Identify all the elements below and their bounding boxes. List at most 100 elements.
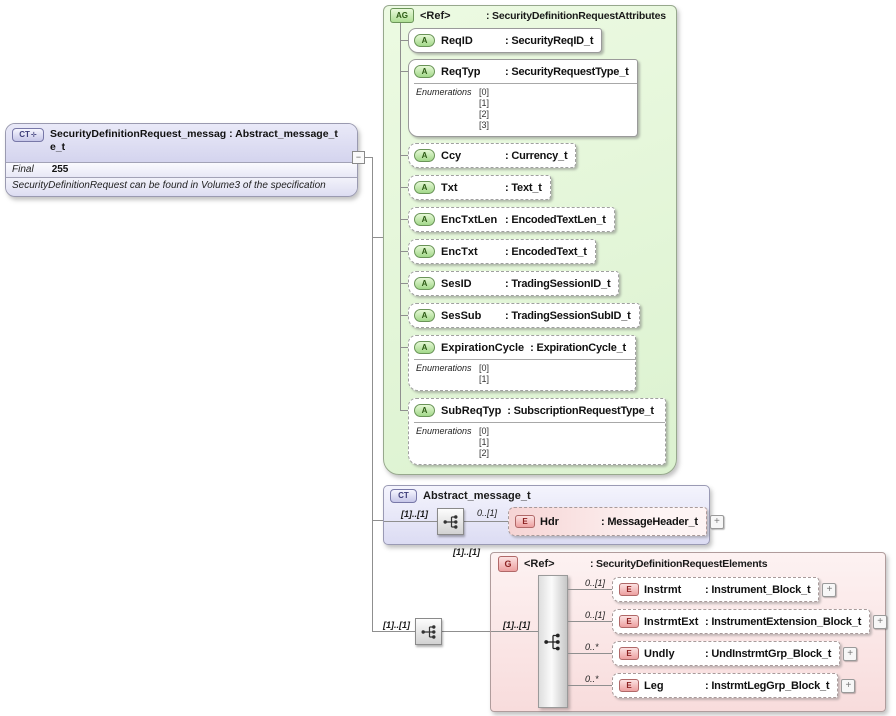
sequence-compositor-icon[interactable] [437, 508, 464, 535]
attribute-row: A ReqID SecurityReqID_t [409, 29, 601, 52]
element-instrmt-wrap: E Instrmt Instrument_Block_t + [612, 577, 837, 602]
element-box-leg[interactable]: E Leg InstrmtLegGrp_Block_t [612, 673, 839, 698]
element-group-type: SecurityDefinitionRequestElements [590, 558, 768, 570]
element-group-name: <Ref> [524, 558, 555, 570]
expand-button[interactable]: + [843, 646, 858, 661]
root-complex-type-box[interactable]: CT✛ SecurityDefinitionRequest_messag : A… [5, 123, 358, 197]
attribute-box-sesid[interactable]: A SesID TradingSessionID_t [408, 271, 620, 296]
sequence-glyph [443, 514, 457, 529]
element-name: Leg [644, 679, 664, 692]
connector-line [384, 521, 437, 522]
attribute-row: A EncTxtLen EncodedTextLen_t [409, 208, 614, 231]
enumerations-label: Enumerations [416, 363, 472, 373]
enumeration-value: [3] [479, 120, 490, 130]
occurrence-label: 0..* [585, 642, 599, 652]
attribute-row: A Ccy Currency_t [409, 144, 575, 167]
attribute-name: ExpirationCycle [441, 341, 525, 354]
element-box-hdr[interactable]: E Hdr MessageHeader_t [508, 507, 707, 536]
sequence-compositor-bar[interactable] [538, 575, 568, 708]
attribute-type: ExpirationCycle_t [530, 342, 626, 354]
element-box-instrmtext[interactable]: E InstrmtExt InstrumentExtension_Block_t [612, 609, 871, 634]
attribute-box-enctxt[interactable]: A EncTxt EncodedText_t [408, 239, 596, 264]
connector-line [401, 155, 408, 156]
enumeration-value: [1] [479, 98, 490, 108]
group-icon: G [498, 556, 518, 572]
attribute-box-expirationcycle[interactable]: A ExpirationCycle ExpirationCycle_t Enum… [408, 335, 636, 391]
attribute-group-header: AG <Ref> SecurityDefinitionRequestAttrib… [390, 8, 666, 23]
attribute-row: A Txt Text_t [409, 176, 550, 199]
attribute-group-icon: AG [390, 8, 414, 23]
connector-line [442, 631, 490, 632]
occurrence-label: 0..* [585, 674, 599, 684]
attribute-icon: A [414, 277, 435, 290]
element-hdr-wrap: E Hdr MessageHeader_t + [508, 507, 724, 536]
expand-button[interactable]: + [841, 678, 856, 693]
enumeration-values: [0] [1] [479, 363, 489, 385]
enumerations-section: Enumerations [0] [1] [2] [3] [414, 83, 637, 136]
element-type: InstrumentExtension_Block_t [705, 616, 861, 628]
expand-button[interactable]: + [873, 614, 888, 629]
connector-line [401, 219, 408, 220]
attribute-type: TradingSessionID_t [505, 278, 610, 290]
attribute-row: A ReqTyp SecurityRequestType_t [409, 60, 637, 83]
attribute-icon: A [414, 341, 435, 354]
collapse-handle[interactable]: − [352, 151, 365, 164]
enumeration-value: [0] [479, 363, 490, 373]
plus-badge-icon: ✛ [30, 131, 37, 139]
attribute-box-ccy[interactable]: A Ccy Currency_t [408, 143, 577, 168]
attribute-type: SecurityRequestType_t [505, 66, 628, 78]
element-name: InstrmtExt [644, 615, 699, 628]
attribute-name: SubReqTyp [441, 404, 502, 417]
attribute-row: A ExpirationCycle ExpirationCycle_t [409, 336, 635, 359]
attribute-name: Txt [441, 181, 458, 194]
occurrence-label: 0..[1] [477, 508, 498, 518]
attribute-type: Currency_t [505, 150, 567, 162]
final-label: Final [12, 164, 34, 175]
connector-line [568, 653, 612, 654]
attribute-row: A SesID TradingSessionID_t [409, 272, 618, 295]
attribute-icon: A [414, 34, 435, 47]
complex-type-icon: CT [390, 489, 417, 503]
element-leg-wrap: E Leg InstrmtLegGrp_Block_t + [612, 673, 856, 698]
attribute-box-enctxtlen[interactable]: A EncTxtLen EncodedTextLen_t [408, 207, 615, 232]
complex-type-icon: CT✛ [12, 128, 44, 142]
attribute-box-reqtyp[interactable]: A ReqTyp SecurityRequestType_t Enumerati… [408, 59, 638, 137]
element-group-header: G <Ref> SecurityDefinitionRequestElement… [498, 556, 768, 572]
connector-line [491, 631, 538, 632]
connector-line [401, 40, 408, 41]
final-value: 255 [51, 164, 69, 175]
occurrence-label: [1]..[1] [453, 547, 480, 557]
element-type: MessageHeader_t [601, 516, 698, 528]
connector-line [401, 71, 408, 72]
abstract-message-header: CT Abstract_message_t [390, 489, 531, 503]
element-type: InstrmtLegGrp_Block_t [705, 680, 829, 692]
connector-line [373, 520, 384, 521]
element-name: Undly [644, 647, 675, 660]
attribute-icon: A [414, 65, 435, 78]
sequence-compositor-icon[interactable] [415, 618, 442, 645]
element-icon: E [619, 647, 639, 660]
element-instrmtext-wrap: E InstrmtExt InstrumentExtension_Block_t… [612, 609, 888, 634]
element-undly-wrap: E Undly UndInstrmtGrp_Block_t + [612, 641, 858, 666]
attribute-type: EncodedText_t [505, 246, 587, 258]
attribute-box-subreqtyp[interactable]: A SubReqTyp SubscriptionRequestType_t En… [408, 398, 666, 465]
attribute-box-txt[interactable]: A Txt Text_t [408, 175, 551, 200]
enumeration-values: [0] [1] [2] [3] [479, 87, 489, 131]
element-name: Hdr [540, 515, 559, 528]
attribute-group-type: SecurityDefinitionRequestAttributes [486, 10, 666, 22]
attribute-name: ReqID [441, 34, 473, 47]
attribute-box-sessub[interactable]: A SesSub TradingSessionSubID_t [408, 303, 640, 328]
element-icon: E [619, 615, 639, 628]
enumerations-label: Enumerations [416, 87, 472, 97]
enumerations-section: Enumerations [0] [1] [2] [414, 422, 665, 464]
expand-button[interactable]: + [822, 582, 837, 597]
connector-line [568, 589, 612, 590]
attribute-icon: A [414, 404, 435, 417]
element-box-undly[interactable]: E Undly UndInstrmtGrp_Block_t [612, 641, 841, 666]
element-box-instrmt[interactable]: E Instrmt Instrument_Block_t [612, 577, 820, 602]
attribute-row: A SesSub TradingSessionSubID_t [409, 304, 639, 327]
complex-type-icon-label: CT [19, 130, 30, 139]
expand-button[interactable]: + [709, 514, 724, 529]
enumerations-label: Enumerations [416, 426, 472, 436]
attribute-box-reqid[interactable]: A ReqID SecurityReqID_t [408, 28, 603, 53]
